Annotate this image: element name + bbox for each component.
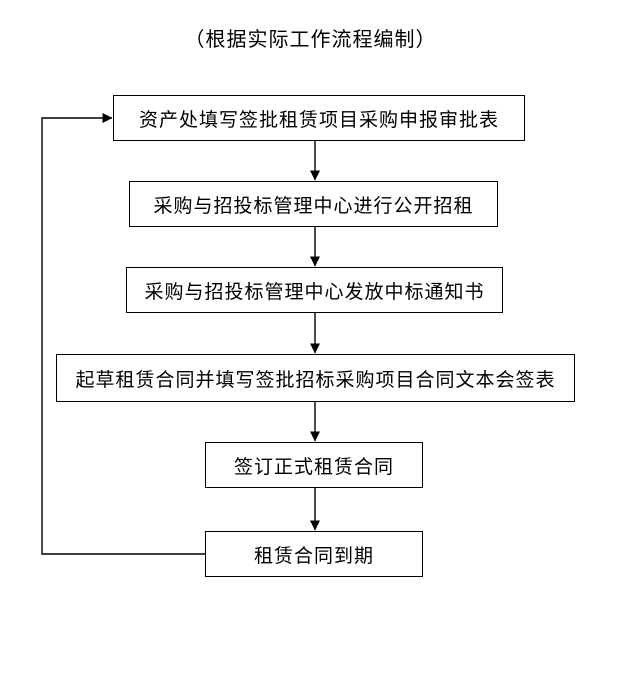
flow-node-issue-award-notice: 采购与招投标管理中心发放中标通知书 bbox=[126, 267, 503, 313]
edge-loop-back-arrow bbox=[41, 113, 205, 555]
flow-node-fill-approval-form: 资产处填写签批租赁项目采购申报审批表 bbox=[113, 95, 525, 141]
flowchart-title: （根据实际工作流程编制） bbox=[184, 29, 437, 51]
flow-node-draft-contract: 起草租赁合同并填写签批招标采购项目合同文本会签表 bbox=[56, 354, 575, 402]
flow-node-contract-expires: 租赁合同到期 bbox=[205, 531, 423, 577]
flow-node-public-bidding: 采购与招投标管理中心进行公开招租 bbox=[129, 181, 498, 227]
flow-node-sign-formal-contract: 签订正式租赁合同 bbox=[205, 442, 423, 488]
